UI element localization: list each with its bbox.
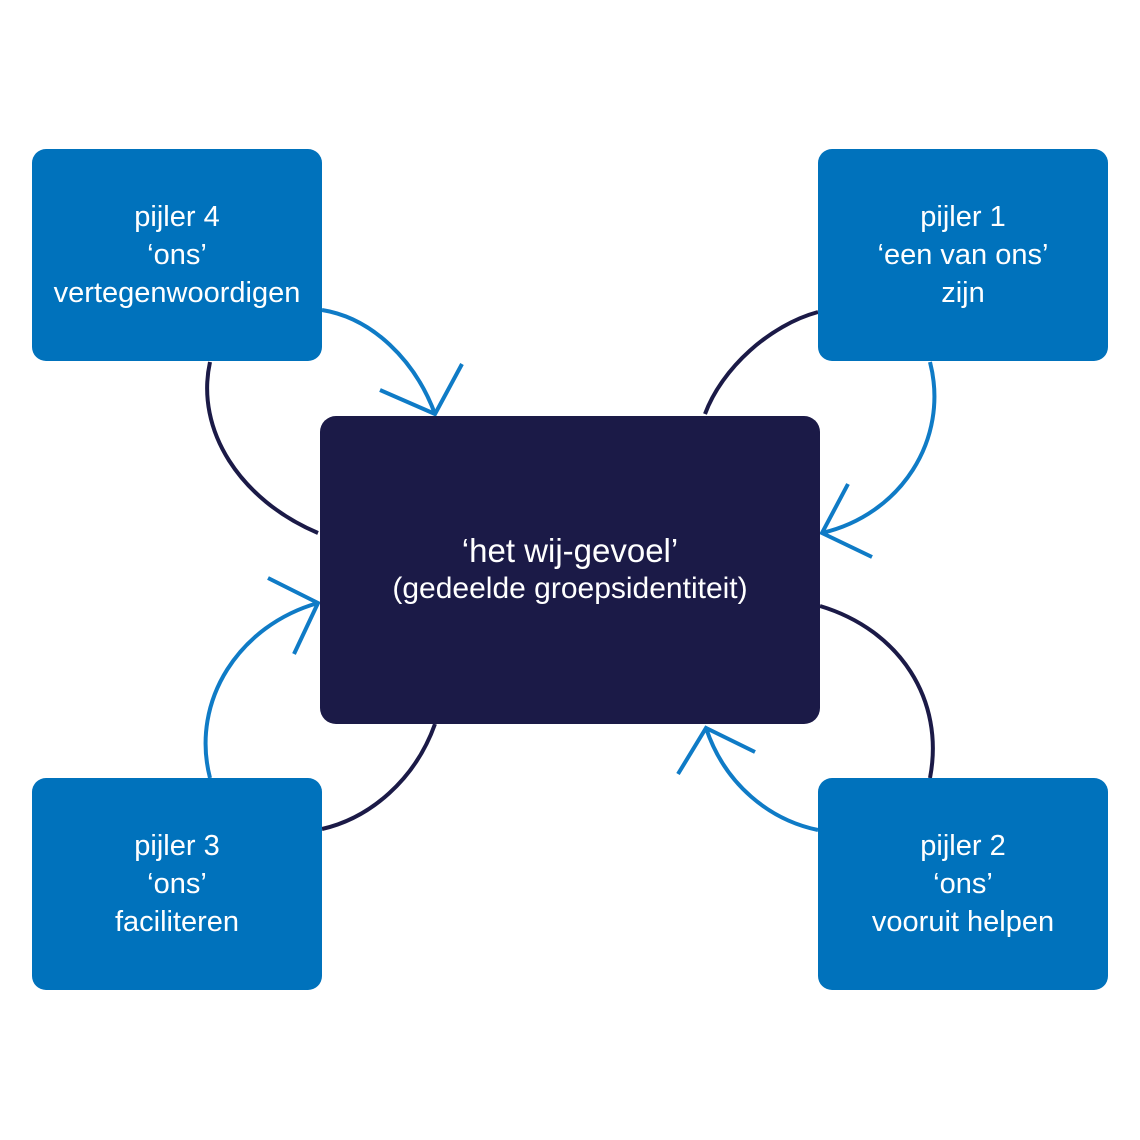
pillar-1-title: pijler 1 (920, 201, 1006, 233)
arrow-pillar-3-to-center (203, 601, 319, 779)
loop-center-to-pillar-4 (205, 361, 319, 535)
center-title: ‘het wij-gevoel’ (461, 532, 679, 569)
pillar-3-action: faciliteren (114, 906, 240, 938)
pillar-4-action: vertegenwoordigen (53, 277, 301, 309)
arrowhead-pillar-4-icon (379, 363, 464, 417)
loop-center-to-pillar-3 (321, 723, 437, 831)
arrow-pillar-2-to-center (704, 727, 819, 832)
pillar-4-quote: ‘ons’ (147, 239, 207, 271)
pillar-4-title: pijler 4 (134, 201, 220, 233)
pillar-2-box: pijler 2 ‘ons’ vooruit helpen (818, 778, 1108, 990)
pillar-4-box: pijler 4 ‘ons’ vertegenwoordigen (32, 149, 322, 361)
pillar-2-action: vooruit helpen (871, 906, 1055, 938)
loop-center-to-pillar-2 (819, 604, 935, 779)
loop-center-to-pillar-1 (703, 310, 819, 415)
pillar-2-title: pijler 2 (920, 830, 1006, 862)
arrowhead-pillar-2-icon (676, 725, 756, 776)
center-subtitle: (gedeelde groepsidentiteit) (392, 572, 748, 605)
pillar-2-quote: ‘ons’ (933, 868, 993, 900)
pillar-1-box: pijler 1 ‘een van ons’ zijn (818, 149, 1108, 361)
arrow-pillar-4-to-center (321, 308, 437, 415)
arrow-pillar-1-to-center (821, 361, 937, 535)
pillar-3-quote: ‘ons’ (147, 868, 207, 900)
pillar-1-quote: ‘een van ons’ (877, 239, 1049, 271)
arrowhead-pillar-1-icon (819, 483, 873, 559)
pillar-3-title: pijler 3 (134, 830, 220, 862)
arrowhead-pillar-3-icon (267, 576, 321, 655)
pillar-3-box: pijler 3 ‘ons’ faciliteren (32, 778, 322, 990)
center-box: ‘het wij-gevoel’ (gedeelde groepsidentit… (320, 416, 820, 724)
pillar-1-action: zijn (941, 277, 985, 309)
